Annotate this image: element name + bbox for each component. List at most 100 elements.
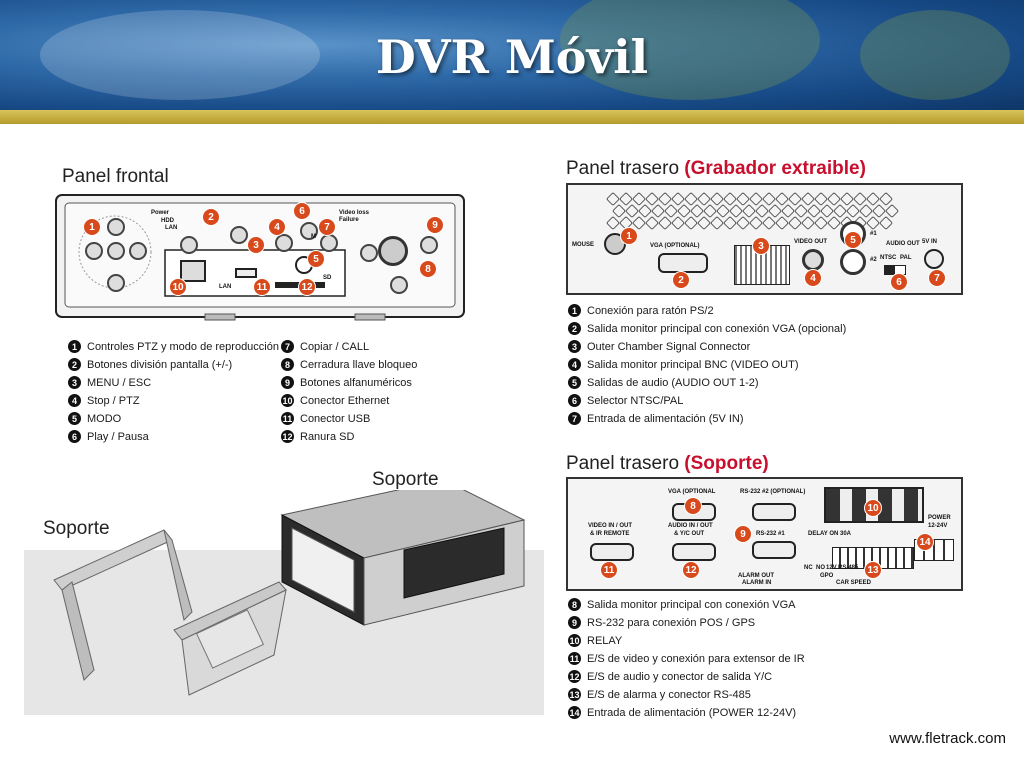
legend-text: Salida monitor principal con conexión VG… <box>587 322 847 335</box>
vent-hole <box>813 215 829 231</box>
legend-text: Cerradura llave bloqueo <box>300 358 418 371</box>
legend-number: 13 <box>568 688 581 701</box>
mount-illustrations <box>24 490 544 715</box>
ptz-center-knob[interactable] <box>107 242 125 260</box>
copy-call-knob[interactable] <box>320 234 338 252</box>
audio-in-label: AUDIO IN / OUT <box>668 523 713 529</box>
rear-panel-2-heading-subtitle: (Soporte) <box>684 453 769 474</box>
legend-text: MODO <box>87 412 122 425</box>
failure-label: Failure <box>339 217 359 223</box>
alnum-knob-3[interactable] <box>390 276 408 294</box>
vent-hole <box>715 203 731 219</box>
legend-number: 8 <box>568 598 581 611</box>
legend-number: 6 <box>68 430 81 443</box>
split-minus-knob[interactable] <box>180 236 198 254</box>
vent-hole <box>644 215 660 231</box>
ethernet-port[interactable] <box>180 260 206 282</box>
marker-5: 5 <box>307 250 325 268</box>
split-plus-knob[interactable] <box>230 226 248 244</box>
vent-hole <box>858 203 874 219</box>
rear-panel-1-heading-text: Panel trasero <box>566 158 680 179</box>
vent-hole <box>793 203 809 219</box>
marker-9: 9 <box>426 216 444 234</box>
vent-hole <box>767 203 783 219</box>
legend-text: Salida monitor principal con conexión VG… <box>587 598 796 611</box>
legend-text: Botones alfanuméricos <box>300 376 412 389</box>
stop-ptz-knob[interactable] <box>275 234 293 252</box>
power-label: POWER <box>928 515 951 521</box>
video-io-port[interactable] <box>590 543 634 561</box>
audio-io-port[interactable] <box>672 543 716 561</box>
audio-out-2[interactable] <box>840 249 866 275</box>
marker-2: 2 <box>672 271 690 289</box>
vent-hole <box>702 203 718 219</box>
marker-4: 4 <box>268 218 286 236</box>
marker-2: 2 <box>202 208 220 226</box>
vga-port[interactable] <box>658 253 708 273</box>
legend-number: 6 <box>568 394 581 407</box>
delay-label: DELAY ON 30A <box>808 531 852 537</box>
lan-port-label: LAN <box>219 284 232 290</box>
marker-7: 7 <box>318 218 336 236</box>
ptz-down-knob[interactable] <box>107 274 125 292</box>
vent-hole <box>722 215 738 231</box>
ptz-up-knob[interactable] <box>107 218 125 236</box>
legend-number: 12 <box>281 430 294 443</box>
ptz-left-knob[interactable] <box>85 242 103 260</box>
vent-hole <box>624 203 640 219</box>
marker-4: 4 <box>804 269 822 287</box>
vent-hole <box>800 215 816 231</box>
vga-label: VGA (OPTIONAL <box>668 489 716 495</box>
vent-hole <box>780 203 796 219</box>
m-label: M <box>311 234 316 240</box>
car-speed-label: CAR SPEED <box>836 580 872 586</box>
legend-text: Copiar / CALL <box>300 340 370 353</box>
marker-8: 8 <box>419 260 437 278</box>
legend-number: 1 <box>68 340 81 353</box>
video-in-label: VIDEO IN / OUT <box>588 523 633 529</box>
vent-hole <box>871 203 887 219</box>
rs232-2-label: RS-232 #2 (OPTIONAL) <box>740 489 806 495</box>
video-out-bnc[interactable] <box>802 249 824 271</box>
rs232-2-port[interactable] <box>752 503 796 521</box>
marker-11: 11 <box>253 278 271 296</box>
ir-remote-label: & IR REMOTE <box>590 531 630 537</box>
vent-hole <box>787 215 803 231</box>
footer-url[interactable]: www.fletrack.com <box>889 730 1006 747</box>
alnum-knob-1[interactable] <box>360 244 378 262</box>
rs232-1-port[interactable] <box>752 541 796 559</box>
play-pause-knob[interactable] <box>300 222 318 240</box>
page-title: DVR Móvil <box>375 30 649 84</box>
lan-led-label: LAN <box>165 225 178 231</box>
marker-13: 13 <box>864 561 882 579</box>
power-5v-jack[interactable] <box>924 249 944 269</box>
legend-number: 11 <box>568 652 581 665</box>
marker-10: 10 <box>864 499 882 517</box>
legend-number: 3 <box>68 376 81 389</box>
ptz-right-knob[interactable] <box>129 242 147 260</box>
vent-hole <box>663 203 679 219</box>
marker-1: 1 <box>620 227 638 245</box>
usb-port[interactable] <box>235 268 257 278</box>
legend-text: Conexión para ratón PS/2 <box>587 304 714 317</box>
marker-1: 1 <box>83 218 101 236</box>
legend-number: 4 <box>568 358 581 371</box>
vent-hole <box>657 215 673 231</box>
rear-panel-2-heading: Panel trasero (Soporte) <box>566 453 769 475</box>
lock-key-icon[interactable] <box>378 236 408 266</box>
alnum-knob-2[interactable] <box>420 236 438 254</box>
legend-number: 4 <box>68 394 81 407</box>
marker-12: 12 <box>298 278 316 296</box>
no-label: NO <box>816 565 825 571</box>
marker-7: 7 <box>928 269 946 287</box>
audio-ch2-label: #2 <box>870 257 877 263</box>
